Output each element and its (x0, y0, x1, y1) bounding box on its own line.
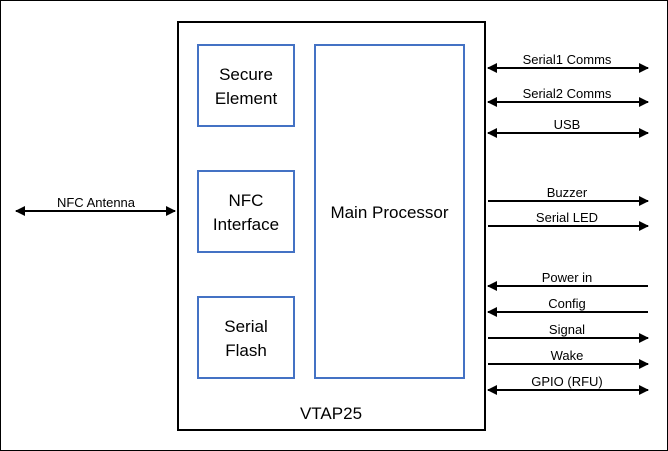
nfc-interface-label-line2: Interface (213, 215, 279, 234)
serial2-comms-label: Serial2 Comms (523, 86, 612, 101)
config-label: Config (548, 296, 586, 311)
serial1-comms-label: Serial1 Comms (523, 52, 612, 67)
wake-label: Wake (551, 348, 584, 363)
serial-flash-label-line1: Serial (224, 317, 267, 336)
buzzer-label: Buzzer (547, 185, 588, 200)
module-title: VTAP25 (300, 404, 362, 423)
secure-element-label-line1: Secure (219, 65, 273, 84)
usb-label: USB (554, 117, 581, 132)
main-processor-label: Main Processor (330, 203, 448, 222)
serial-led-label: Serial LED (536, 210, 598, 225)
gpio-rfu-label: GPIO (RFU) (531, 374, 603, 389)
main-processor-block (314, 44, 465, 379)
power-in-label: Power in (542, 270, 593, 285)
nfc-interface-label-line1: NFC (229, 191, 264, 210)
signal-label: Signal (549, 322, 585, 337)
secure-element-block (197, 44, 295, 127)
secure-element-label-line2: Element (215, 89, 278, 108)
nfc-antenna-label: NFC Antenna (57, 195, 136, 210)
serial-flash-block (197, 296, 295, 379)
serial-flash-label-line2: Flash (225, 341, 267, 360)
nfc-interface-block (197, 170, 295, 253)
